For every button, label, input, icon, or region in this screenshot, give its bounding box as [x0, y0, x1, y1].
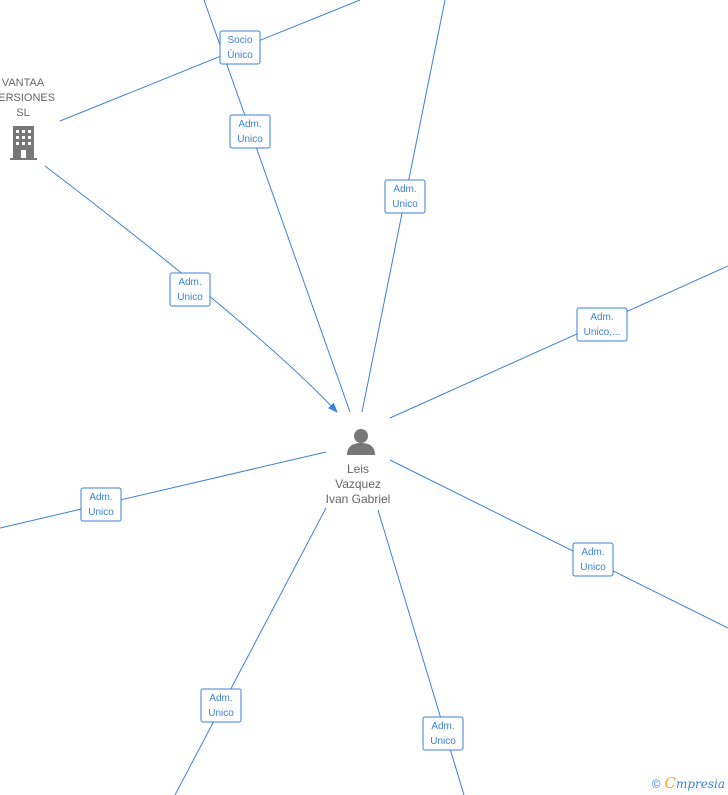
- svg-text:Unico: Unico: [430, 736, 456, 747]
- building-icon: [10, 126, 37, 160]
- edge-label[interactable]: Adm. Unico: [200, 688, 242, 723]
- svg-text:Adm.: Adm.: [178, 277, 201, 288]
- edge-label[interactable]: Adm. Unico: [169, 272, 211, 307]
- company-name-line-1: VANTAA: [2, 77, 45, 89]
- person-icon: [347, 429, 375, 455]
- edge-label[interactable]: Adm. Unico: [80, 487, 122, 522]
- svg-text:Adm.: Adm.: [590, 312, 613, 323]
- svg-text:Adm.: Adm.: [238, 119, 261, 130]
- person-name-line-1: Leis: [347, 462, 369, 476]
- svg-text:Único: Único: [227, 48, 253, 61]
- svg-text:Adm.: Adm.: [89, 492, 112, 503]
- company-node[interactable]: VANTAA VERSIONES SL: [0, 77, 55, 160]
- edge-line: [174, 507, 327, 795]
- empresia-watermark: ©Cmpresia: [652, 774, 725, 792]
- svg-text:Adm.: Adm.: [581, 547, 604, 558]
- copyright-symbol: ©: [651, 777, 661, 791]
- company-name-line-3: SL: [16, 107, 29, 119]
- svg-text:Socio: Socio: [227, 35, 252, 46]
- brand-initial: C: [664, 774, 676, 792]
- svg-text:Unico: Unico: [88, 507, 114, 518]
- company-name-line-2: VERSIONES: [0, 92, 55, 104]
- person-name-line-2: Vazquez: [335, 477, 381, 491]
- svg-text:Adm.: Adm.: [431, 721, 454, 732]
- edge-line: [377, 509, 465, 795]
- edge-line: [389, 459, 728, 629]
- edge-label[interactable]: Adm. Unico: [384, 179, 426, 214]
- svg-text:Unico: Unico: [208, 708, 234, 719]
- svg-text:Unico: Unico: [392, 199, 418, 210]
- brand-name: mpresia: [675, 777, 725, 791]
- svg-text:Adm.: Adm.: [209, 693, 232, 704]
- person-name-line-3: Ivan Gabriel: [326, 492, 391, 506]
- person-node[interactable]: Leis Vazquez Ivan Gabriel: [326, 429, 391, 506]
- svg-text:Unico: Unico: [177, 292, 203, 303]
- edge-line: [0, 451, 327, 529]
- edge-label[interactable]: Adm. Unico: [572, 542, 614, 577]
- edge-label[interactable]: Adm. Unico,...: [576, 307, 628, 342]
- svg-text:Unico: Unico: [580, 562, 606, 573]
- edge-label[interactable]: Adm. Unico: [229, 114, 271, 149]
- svg-text:Unico: Unico: [237, 134, 263, 145]
- edge-line: [389, 265, 728, 419]
- edge-label[interactable]: Socio Único: [219, 30, 261, 65]
- edge-label[interactable]: Adm. Unico: [422, 716, 464, 751]
- edge-line: [59, 0, 361, 122]
- svg-text:Unico,...: Unico,...: [584, 327, 621, 338]
- svg-text:Adm.: Adm.: [393, 184, 416, 195]
- edge-line-to-company: [44, 165, 338, 413]
- edge-line: [203, 0, 351, 413]
